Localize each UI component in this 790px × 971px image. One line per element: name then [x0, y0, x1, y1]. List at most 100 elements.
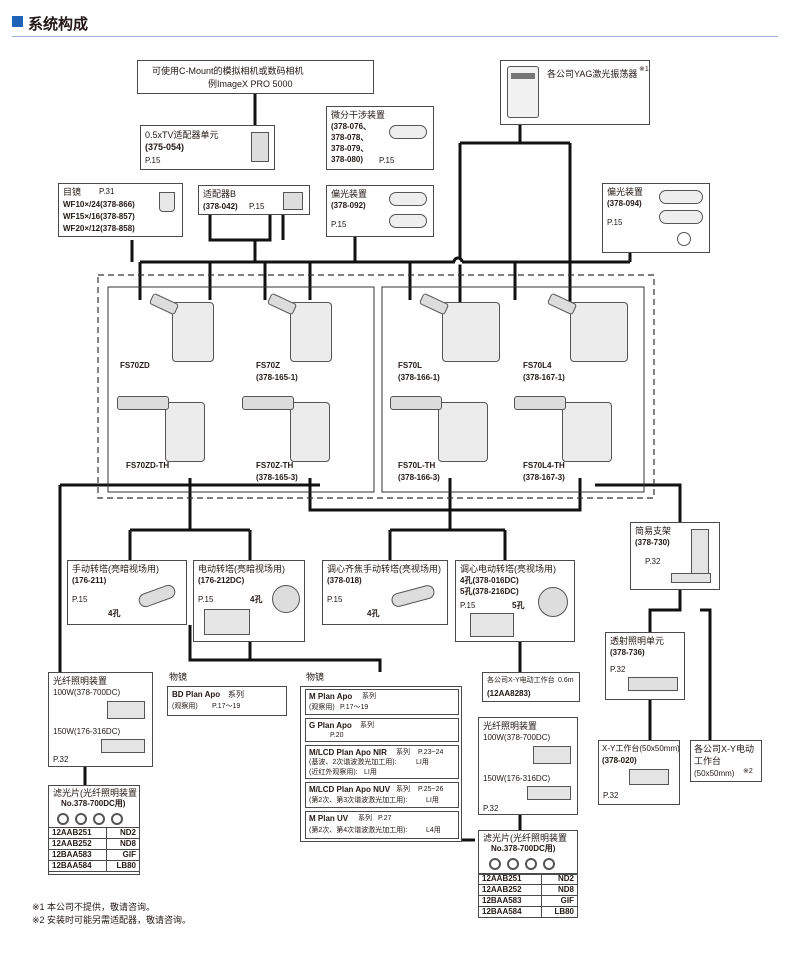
microscope-fs70l-th-code: (378-166-3): [398, 473, 440, 482]
transmitted-box: 透射照明单元 (378-736) P.32: [605, 632, 685, 700]
tv-adapter-icon: [251, 132, 269, 162]
filters-1-rings: [57, 812, 129, 830]
microscope-fs70l4-name: FS70L4: [523, 361, 552, 370]
microscope-fs70z-image: [266, 292, 338, 372]
objective-item-name: G Plan Apo: [309, 721, 352, 730]
turret-manual-page: P.15: [72, 595, 88, 604]
polarizer-2-name: 偏光装置: [607, 187, 644, 197]
filter-type: ND2: [541, 873, 578, 885]
objective-item-name: M Plan Apo: [309, 692, 353, 701]
microscope-fs70z-code: (378-165-1): [256, 373, 298, 382]
objective-item-extra2: LI用: [364, 769, 377, 776]
yag-box: 各公司YAG激光振荡器 ※1: [500, 60, 650, 125]
fiber-1-lamp2-icon: [101, 739, 145, 753]
turret-manual-icon: [136, 582, 178, 610]
filter-code: 12BAA584: [48, 860, 107, 872]
objective-right-group: 物镜 M Plan Apo 系列 (观察用) P.17〜19 G Plan Ap…: [300, 672, 462, 842]
xy-motor-box: 各公司X-Y电动 工作台 (50x50mm) ※2: [690, 740, 762, 782]
filter-code: 12BAA583: [48, 849, 107, 861]
objective-item-li: LI用: [416, 759, 429, 766]
microscope-fs70l4-th-image: [512, 392, 612, 472]
tv-adapter-code: (375-054): [145, 142, 185, 152]
turret-centering-electric-box: 调心电动转塔(亮视场用) 4孔(378-016DC) 5孔(378-216DC)…: [455, 560, 575, 642]
controller-2-icon: [470, 613, 514, 637]
turret-centering-box: 调心齐焦手动转塔(亮视场用) (378-018) P.15 4孔: [322, 560, 448, 625]
xy-other-line1: 各公司X-Y电动工作台: [487, 677, 555, 684]
eyepiece-item-2: WF15×/16(378-857): [63, 212, 135, 221]
xy-stage-name: X-Y工作台(50x50mm): [602, 744, 680, 753]
fiber-1-box: 光纤照明装置 100W(378-700DC) 150W(176-316DC) P…: [48, 672, 153, 767]
turret-electric-icon: [272, 585, 300, 613]
fiber-2-page: P.32: [483, 804, 499, 813]
footnote-1: ※1 本公司不提供，敬请咨询。: [32, 902, 156, 912]
objective-item-name: M/LCD Plan Apo NUV: [309, 785, 391, 794]
turret-manual-name: 手动转塔(亮暗视场用): [72, 564, 159, 574]
turret-centering-electric-code1: 4孔(378-016DC): [460, 576, 519, 585]
camera-line1: 可使用C-Mount的模拟相机或数码相机: [152, 66, 304, 76]
fiber-1-lamp-icon: [107, 701, 145, 719]
turret-manual-holes: 4孔: [108, 609, 121, 618]
objective-item-series: 系列: [362, 693, 376, 700]
turret-centering-code: (378-018): [327, 576, 362, 585]
polarizer-2-box: 偏光装置 (378-094) P.15: [602, 183, 710, 253]
plate-icon: [677, 232, 691, 246]
footnote-2: ※2 安装时可能另需适配器，敬请咨询。: [32, 915, 192, 925]
eyepiece-icon: [159, 192, 175, 212]
tv-adapter-box: 0.5xTV适配器单元 (375-054) P.15: [140, 125, 275, 170]
turret-centering-icon: [389, 583, 437, 609]
objective-item-sub: (观察用): [309, 704, 335, 711]
polarizer-1-code: (378-092): [331, 201, 366, 210]
adapter-b-icon: [283, 192, 303, 210]
objective-item-name: M/LCD Plan Apo NIR: [309, 748, 387, 757]
filter-code: 12AAB251: [477, 873, 543, 885]
yag-label: 各公司YAG激光振荡器: [547, 69, 638, 79]
objective-item-page: P.27: [378, 815, 392, 822]
objective-item-sub: (基波、2次谐波激光加工用):: [309, 759, 397, 766]
microscope-fs70l-th-image: [388, 392, 488, 472]
objective-item-series: 系列: [358, 815, 372, 822]
yag-device-icon: [507, 66, 539, 118]
microscope-fs70z-name: FS70Z: [256, 361, 281, 370]
xy-stage-code: (378-020): [602, 756, 637, 765]
microscope-fs70zd-th-name: FS70ZD-TH: [126, 461, 170, 470]
controller-icon: [204, 609, 250, 635]
xy-stage-page: P.32: [603, 791, 619, 800]
fiber-2-item1: 100W(378-700DC): [483, 733, 551, 742]
objective-item-page: P.20: [330, 732, 344, 739]
turret-centering-name: 调心齐焦手动转塔(亮视场用): [327, 564, 441, 574]
filter-code: 12AAB251: [48, 827, 107, 839]
objective-item-nuv: M/LCD Plan Apo NUV 系列 P.25~26 (第2次、第3次谐波…: [305, 782, 459, 808]
objective-left-name: BD Plan Apo: [172, 690, 221, 699]
interference-code-4: 378-080): [331, 155, 364, 164]
objective-left-series: 系列: [228, 690, 244, 699]
fiber-2-box: 光纤照明装置 100W(378-700DC) 150W(176-316DC) P…: [478, 717, 578, 815]
filters-1-sub: No.378-700DC用): [61, 799, 126, 808]
microscope-fs70zd-image: [148, 292, 220, 372]
objective-item-page: P.25~26: [418, 786, 444, 793]
objective-item-nir: M/LCD Plan Apo NIR 系列 P.23~24 (基波、2次谐波激光…: [305, 745, 459, 779]
objective-left-page: P.17〜19: [212, 703, 241, 710]
tv-adapter-page: P.15: [145, 156, 161, 165]
fiber-2-item2: 150W(176-316DC): [483, 774, 551, 783]
polarizer-1-page: P.15: [331, 220, 347, 229]
header-divider: [12, 36, 778, 37]
polarizer-2-page: P.15: [607, 218, 623, 227]
interference-code-2: 378-078、: [331, 133, 369, 142]
xy-stage-box: X-Y工作台(50x50mm) (378-020) P.32: [598, 740, 680, 805]
filters-2-sub: No.378-700DC用): [491, 844, 556, 853]
camera-box: 可使用C-Mount的模拟相机或数码相机 例ImageX PRO 5000: [137, 60, 374, 94]
stand-box: 简易支架 (378-730) P.32: [630, 522, 720, 590]
xy-motor-line3: (50x50mm): [694, 769, 735, 778]
microscope-fs70zd-name: FS70ZD: [120, 361, 150, 370]
eyepiece-box: 目镜 P.31 WF10×/24(378-866) WF15×/16(378-8…: [58, 183, 183, 237]
transmitted-code: (378-736): [610, 648, 645, 657]
xy-other-box: 各公司X-Y电动工作台 0.6m (12AA8283): [482, 672, 580, 702]
stand-code: (378-730): [635, 538, 670, 547]
objective-item-extra: (近红外观察用):: [309, 769, 358, 776]
filter-code: 12BAA584: [477, 906, 543, 918]
objective-left-title: 物镜: [169, 672, 188, 682]
